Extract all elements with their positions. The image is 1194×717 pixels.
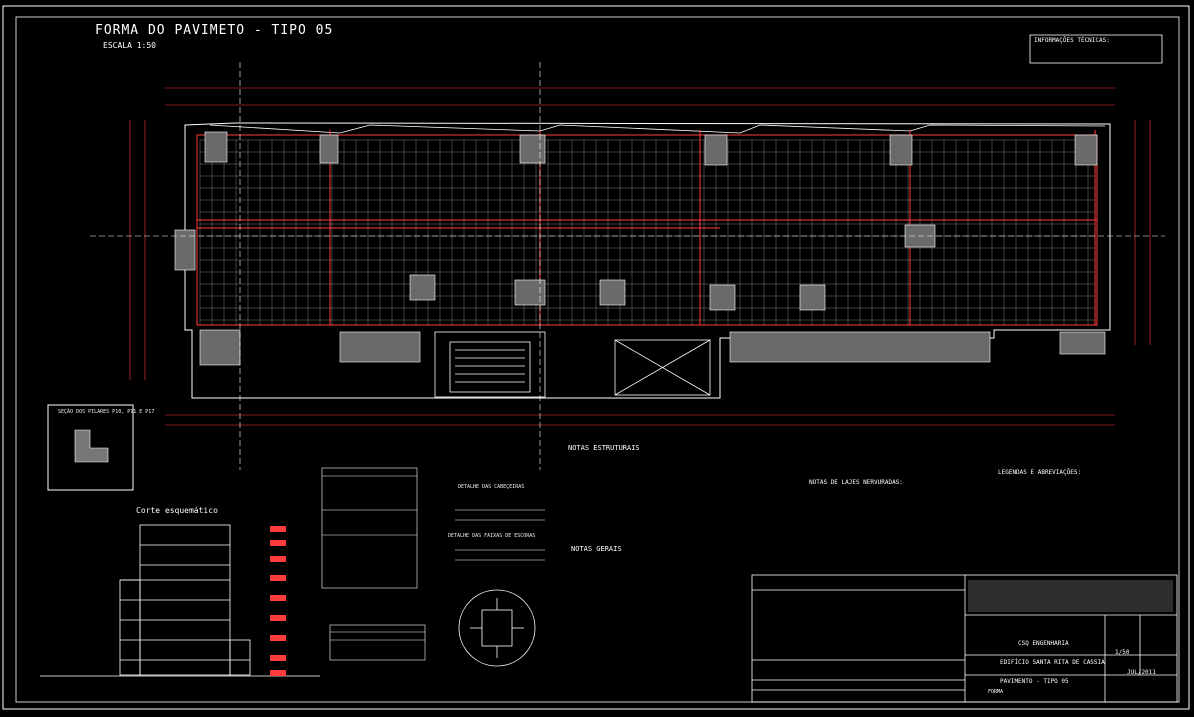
- materials-table: [321, 467, 418, 589]
- inner-border: [15, 16, 1180, 703]
- drawing-scale: ESCALA 1:50: [103, 41, 156, 50]
- scale-box: 1/50: [1115, 649, 1130, 656]
- project-name: EDIFÍCIO SANTA RITA DE CASSIA: [1000, 659, 1105, 666]
- pillar-table: [329, 624, 426, 661]
- pillar-detail-title: SEÇÃO DOS PILARES P10, P11 E P17: [58, 409, 155, 415]
- ribbed-slab-notes-title: NOTAS DE LAJES NERVURADAS:: [809, 479, 903, 486]
- structural-notes-title: NOTAS ESTRUTURAIS: [568, 444, 640, 452]
- dimension-lines: [129, 87, 1151, 426]
- cross-section-detail: [458, 589, 536, 667]
- detail-a-title: DETALHE DAS CABEÇEIRAS: [458, 484, 525, 490]
- detail-b-title: DETALHE DAS FAIXAS DE ESCORAS: [448, 533, 536, 539]
- title-block-logo-area: [968, 580, 1173, 612]
- general-notes-title: NOTAS GERAIS: [571, 545, 622, 553]
- drawing-title: FORMA DO PAVIMETO - TIPO 05: [95, 23, 334, 38]
- sheet-border: [2, 5, 1190, 710]
- info-box: [1029, 34, 1163, 64]
- top-slope-line: [209, 124, 1106, 134]
- pillars-hatch: [174, 131, 1106, 366]
- title-block: [751, 574, 1178, 703]
- level-markers: [270, 526, 286, 676]
- schematic-cut-title: Corte esquemático: [136, 506, 218, 515]
- ribbed-slab-grid: [199, 139, 1095, 325]
- sheet-date: JUL/2011: [1127, 669, 1156, 676]
- technical-info-title: INFORMAÇÕES TÉCNICAS:: [1034, 37, 1110, 44]
- company-name: CSQ ENGENHARIA: [1018, 640, 1069, 647]
- pillar-detail-box: [47, 404, 134, 491]
- sheet-sub: FORMA: [988, 689, 1004, 695]
- section-lines: [90, 62, 1165, 470]
- stair-core: [434, 331, 711, 398]
- pillar-l-section: [74, 429, 109, 463]
- legend-title: LEGENDAS E ABREVIAÇÕES:: [998, 469, 1082, 476]
- sheet-name: PAVIMENTO - TIPO 05: [1000, 678, 1069, 685]
- small-details: [455, 509, 545, 561]
